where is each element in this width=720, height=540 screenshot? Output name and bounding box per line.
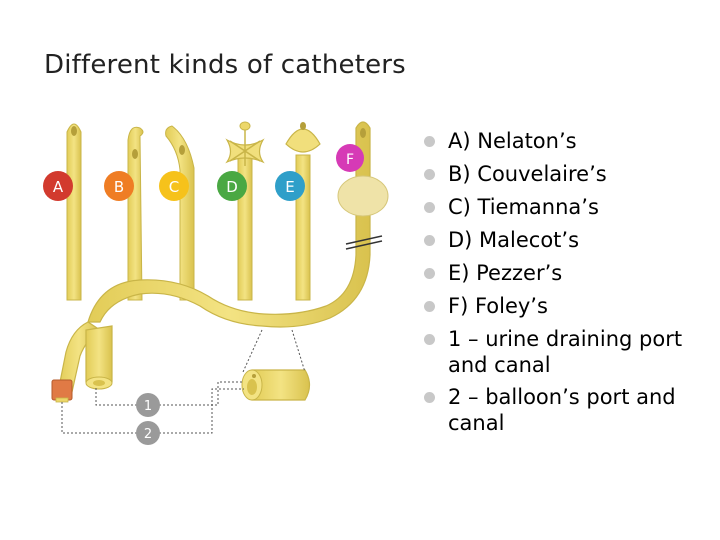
bullet-dot-icon: [424, 334, 435, 345]
list-item: A) Nelaton’s: [420, 128, 710, 155]
list-item: F) Foley’s: [420, 293, 710, 320]
port-badge-1-label: 1: [144, 399, 152, 414]
bullet-dot-icon: [424, 392, 435, 403]
list-item: B) Couvelaire’s: [420, 161, 710, 188]
badge-d-label: D: [226, 178, 238, 196]
port-badge-2-label: 2: [144, 427, 152, 442]
list-item-text: C) Tiemanna’s: [448, 195, 599, 219]
catheter-tip-d: [227, 122, 263, 300]
bullet-dot-icon: [424, 169, 435, 180]
list-item: D) Malecot’s: [420, 227, 710, 254]
catheter-tip-a: [67, 124, 81, 300]
badge-a-label: A: [53, 178, 64, 196]
bullet-dot-icon: [424, 235, 435, 246]
list-item-text: E) Pezzer’s: [448, 261, 562, 285]
catheter-letter-badges: A B C D E F: [43, 144, 364, 201]
list-item: 2 – balloon’s port and canal: [420, 384, 710, 436]
bullet-dot-icon: [424, 136, 435, 147]
list-item-text: B) Couvelaire’s: [448, 162, 607, 186]
badge-c-label: C: [169, 178, 179, 196]
bullet-dot-icon: [424, 268, 435, 279]
list-item-text: F) Foley’s: [448, 294, 548, 318]
list-item: 1 – urine draining port and canal: [420, 326, 710, 378]
list-item-text: 1 – urine draining port and canal: [448, 327, 682, 377]
catheter-tip-c: [166, 126, 194, 300]
catheter-ports: [52, 322, 112, 402]
canal-cross-section: [242, 330, 310, 400]
list-item-text: 2 – balloon’s port and canal: [448, 385, 676, 435]
badge-b-label: B: [114, 178, 124, 196]
list-item: E) Pezzer’s: [420, 260, 710, 287]
catheter-tip-e: [286, 122, 320, 300]
badge-e-label: E: [285, 178, 294, 196]
port-number-badges: 1 2: [136, 393, 160, 445]
catheter-type-list: A) Nelaton’s B) Couvelaire’s C) Tiemanna…: [420, 128, 710, 442]
bullet-dot-icon: [424, 202, 435, 213]
list-item-text: A) Nelaton’s: [448, 129, 577, 153]
catheter-tip-b: [128, 127, 143, 300]
badge-f-label: F: [346, 152, 354, 168]
list-item-text: D) Malecot’s: [448, 228, 579, 252]
list-item: C) Tiemanna’s: [420, 194, 710, 221]
bullet-dot-icon: [424, 301, 435, 312]
